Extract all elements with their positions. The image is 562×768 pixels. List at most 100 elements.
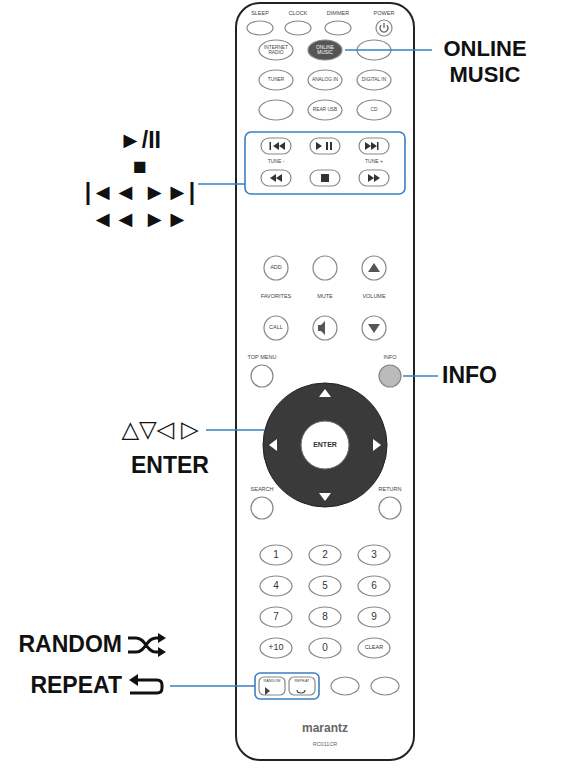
remote-button	[357, 70, 391, 90]
button-label: CALL	[269, 325, 283, 331]
key-number: 9	[371, 612, 377, 623]
button-icon	[321, 174, 329, 182]
leader-line	[345, 49, 432, 51]
remote-button	[313, 316, 337, 340]
callout-box-group	[245, 132, 405, 699]
remote-button	[362, 316, 386, 340]
remote-button	[358, 576, 390, 596]
remote-button	[362, 256, 386, 280]
remote-button	[310, 138, 340, 154]
callout-label: |◄◄ ►►|	[85, 179, 195, 207]
button-label: POWER	[374, 11, 395, 17]
button-label: INTERNET RADIO	[261, 45, 291, 55]
remote-button	[285, 21, 311, 35]
button-label: ANALOG IN	[310, 77, 340, 82]
key-number: 0	[322, 643, 328, 654]
leader-line	[403, 375, 438, 377]
callout-label: ◄◄ ►►	[91, 206, 188, 234]
button-icon	[365, 142, 379, 150]
remote-button	[313, 256, 337, 280]
remote-button	[358, 545, 390, 565]
button-label: CLOCK	[289, 11, 308, 17]
button-icon	[270, 174, 282, 182]
remote-button	[289, 677, 315, 695]
remote-button	[259, 40, 293, 60]
remote-body	[236, 3, 414, 760]
remote-button	[251, 497, 273, 519]
remote-button	[308, 40, 342, 60]
leader-line	[206, 429, 265, 431]
leader-line	[198, 183, 245, 185]
remote-button	[309, 607, 341, 627]
callout-label: ■	[133, 153, 147, 181]
button-label: TUNE -	[268, 159, 285, 164]
remote-button	[260, 576, 292, 596]
button-label: RETURN	[379, 487, 402, 493]
callout-label: REPEAT	[30, 672, 122, 700]
key-number: 1	[273, 550, 279, 561]
button-icon	[319, 493, 331, 501]
button-icon	[318, 321, 325, 335]
remote-button	[264, 316, 288, 340]
key-number: 4	[273, 581, 279, 592]
button-icon	[269, 439, 277, 451]
remote-button	[310, 170, 340, 186]
button-icon	[158, 633, 166, 657]
remote-button	[379, 497, 401, 519]
direction-pad	[263, 383, 387, 507]
button-label: TUNE +	[365, 159, 383, 164]
button-group	[247, 20, 401, 695]
leader-group	[170, 50, 438, 686]
remote-button	[259, 100, 293, 120]
button-label: ONLINE MUSIC	[310, 45, 340, 55]
callout-box	[245, 132, 405, 194]
button-label: CLEAR	[365, 645, 383, 651]
remote-button	[247, 21, 273, 35]
button-icon	[319, 389, 331, 397]
remote-button	[379, 365, 401, 387]
remote-button	[259, 70, 293, 90]
key-number: 3	[371, 550, 377, 561]
leader-line	[170, 685, 255, 687]
button-label: REPEAT	[295, 679, 310, 683]
button-label: VOLUME	[362, 294, 385, 300]
key-number: 2	[322, 550, 328, 561]
remote-button	[260, 607, 292, 627]
remote-button	[261, 138, 291, 154]
button-label: SEARCH	[251, 487, 274, 493]
button-label: DIMMER	[327, 11, 349, 17]
button-icon	[129, 674, 138, 686]
callout-label: △▽◁ ▷	[121, 416, 198, 444]
remote-button	[308, 100, 342, 120]
remote-button	[309, 638, 341, 658]
key-number: 8	[322, 612, 328, 623]
button-label: ADD	[270, 265, 282, 271]
callout-label: ENTER	[131, 452, 209, 480]
button-icon	[368, 263, 380, 272]
remote-button	[251, 365, 273, 387]
remote-button	[371, 677, 399, 695]
remote-button	[359, 170, 389, 186]
remote-button	[358, 607, 390, 627]
button-icon	[368, 174, 380, 182]
button-label: CD	[359, 107, 389, 112]
button-icon	[270, 142, 286, 150]
key-number: 6	[371, 581, 377, 592]
button-label: INFO	[383, 355, 396, 361]
remote-button	[260, 545, 292, 565]
button-icon	[128, 638, 160, 652]
button-label: TUNER	[261, 77, 291, 82]
button-icon	[316, 142, 332, 150]
callout-label: ►/II	[119, 127, 161, 155]
remote-button	[359, 138, 389, 154]
button-label: MUTE	[317, 294, 333, 300]
button-label: REAR USB	[310, 107, 340, 112]
button-icon	[380, 23, 388, 32]
button-label: ENTER	[313, 441, 337, 448]
key-number: 5	[322, 581, 328, 592]
remote-button	[308, 70, 342, 90]
remote-button	[259, 677, 285, 695]
button-icon	[265, 687, 270, 695]
